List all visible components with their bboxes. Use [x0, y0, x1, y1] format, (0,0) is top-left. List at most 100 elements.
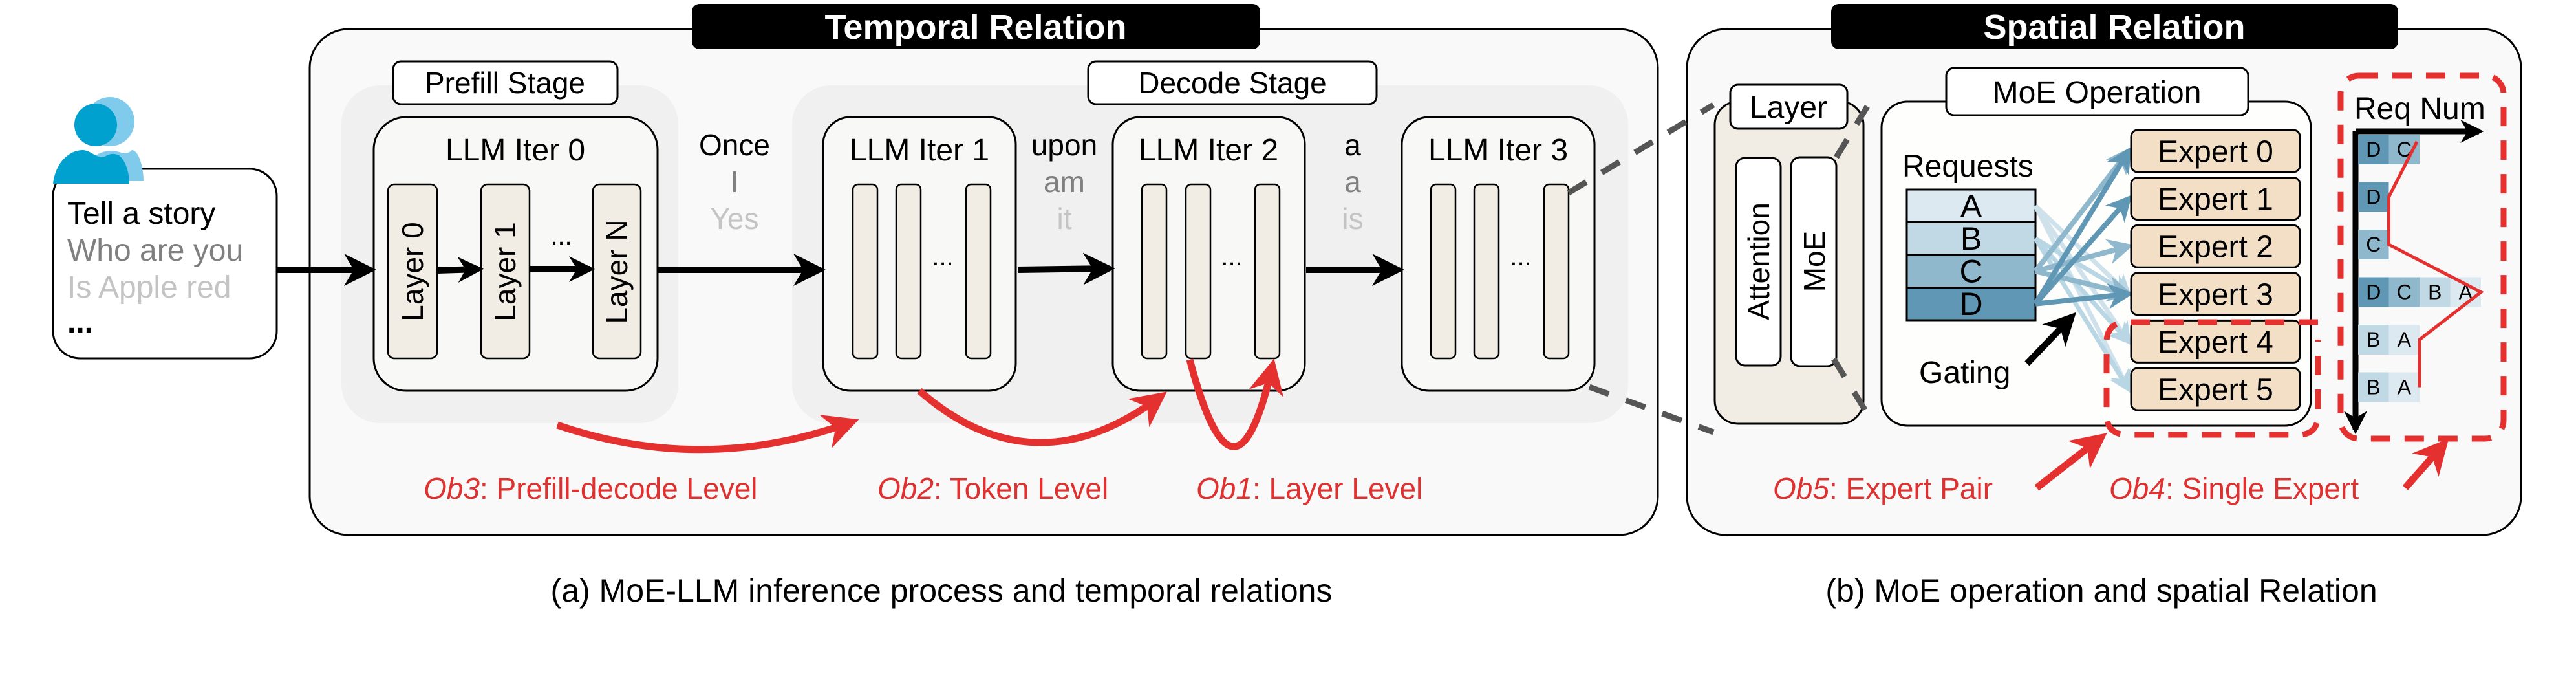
layers-ellipsis: ...	[1510, 243, 1531, 271]
ob4-label: Ob4: Single Expert	[2109, 472, 2359, 505]
histogram-cell	[2420, 277, 2451, 307]
zoom-connector	[1567, 102, 1715, 195]
token: am	[1044, 165, 1085, 199]
routing-arrow-a	[2034, 204, 2131, 345]
moe-label: MoE	[1798, 231, 1831, 292]
expert-pair-highlight	[2103, 319, 2321, 438]
histogram-cell-label: A	[2398, 328, 2412, 351]
histogram-cell-label: D	[2366, 138, 2381, 161]
ob1-layer-level-curve	[1186, 358, 1284, 450]
prefill-stage-label: Prefill Stage	[425, 66, 585, 100]
ob2-label: Ob2: Token Level	[877, 472, 1108, 505]
gating-label: Gating	[1919, 356, 2010, 390]
prompt-box	[52, 168, 278, 360]
histogram-cell-label: C	[2366, 233, 2381, 256]
attention-block	[1735, 157, 1782, 367]
request-row-d	[1905, 287, 2037, 322]
layer-bar	[852, 183, 879, 360]
llm-iter-1-title: LLM Iter 1	[850, 133, 989, 168]
layer-0-to-1-arrow	[436, 257, 484, 283]
llm-iter-2: LLM Iter 2 ...	[1111, 116, 1306, 392]
user-group-icon	[53, 97, 144, 184]
routing-arrow-d	[2035, 283, 2134, 309]
token: a	[1344, 128, 1361, 162]
llm-iter-3: LLM Iter 3 ...	[1401, 116, 1596, 392]
decode-stage-label-box	[1087, 60, 1378, 105]
token: it	[1057, 202, 1072, 235]
ob3-prefill-decode-curve	[556, 415, 859, 454]
histogram-cell-label: B	[2367, 376, 2380, 399]
request-label: B	[1960, 221, 1982, 257]
ob2-text: : Token Level	[934, 472, 1108, 505]
token: is	[1342, 202, 1363, 235]
llm-iter-1: LLM Iter 1 ...	[822, 116, 1017, 392]
ob1-text: : Layer Level	[1252, 472, 1422, 505]
layer-detail-label-box	[1729, 83, 1849, 130]
llm-iter-3-title: LLM Iter 3	[1428, 133, 1568, 168]
routing-arrow-d	[2033, 146, 2132, 305]
request-label: D	[1959, 286, 1982, 322]
ob3-text: : Prefill-decode Level	[480, 472, 758, 505]
layer-bar	[1473, 183, 1500, 360]
prefill-stage-label-box	[392, 60, 619, 105]
histogram-cell	[2358, 372, 2389, 402]
requests-label: Requests	[1902, 149, 2034, 184]
layer-bar	[1430, 183, 1457, 360]
layer-bar	[1543, 183, 1570, 360]
expert-3-label: Expert 3	[2158, 278, 2273, 312]
token: Yes	[710, 202, 758, 235]
expert-1-box	[2130, 177, 2301, 221]
gating-arrow	[2024, 312, 2076, 366]
token: a	[1344, 165, 1361, 199]
ob1-id: Ob1	[1196, 472, 1252, 505]
histogram-cell-label: D	[2366, 281, 2381, 304]
decode-stage-label: Decode Stage	[1138, 66, 1327, 100]
layer-0-label: Layer 0	[396, 222, 429, 321]
expert-4-label: Expert 4	[2158, 325, 2273, 360]
layer-bar	[1141, 183, 1168, 360]
expert-0-label: Expert 0	[2158, 135, 2273, 170]
histogram-cell	[2358, 277, 2389, 307]
token: Once	[699, 128, 770, 162]
attention-label: Attention	[1742, 202, 1776, 320]
expert-0-box	[2130, 129, 2301, 173]
histogram-cell-label: D	[2366, 186, 2381, 209]
tokens-after-iter1: upon am it	[1031, 128, 1097, 235]
ob4-id: Ob4	[2109, 472, 2165, 505]
histogram-cell	[2388, 372, 2420, 402]
layer-bar	[895, 183, 922, 360]
ob5-label: Ob5: Expert Pair	[1773, 472, 1993, 505]
caption-a: (a) MoE-LLM inference process and tempor…	[551, 573, 1333, 609]
zoom-connector	[1831, 357, 1876, 425]
histogram-cell	[2358, 135, 2389, 164]
ob5-id: Ob5	[1773, 472, 1829, 505]
layers-ellipsis: ...	[1221, 243, 1242, 271]
caption-b: (b) MoE operation and spatial Relation	[1825, 573, 2377, 609]
moe-block	[1790, 156, 1838, 367]
routing-arrow-c	[2034, 239, 2134, 274]
routing-arrows	[2033, 146, 2134, 393]
temporal-title: Temporal Relation	[824, 8, 1126, 47]
ob4-pointer-arrow	[2402, 438, 2449, 490]
layers-ellipsis: ...	[550, 222, 572, 250]
temporal-relation-panel: Temporal Relation Prefill Stage Decode S…	[277, 4, 1659, 536]
llm-iter-2-title: LLM Iter 2	[1139, 133, 1278, 168]
prompt-line-2: Who are you	[67, 234, 243, 268]
routing-arrow-d	[2034, 195, 2132, 306]
moe-operation-label-box	[1945, 67, 2249, 116]
request-label: A	[1960, 188, 1982, 224]
tokens-after-iter2: a a is	[1342, 128, 1363, 235]
histogram-cell-label: B	[2428, 281, 2442, 304]
spatial-relation-panel: Spatial Relation Layer Attention MoE MoE…	[1567, 4, 2522, 536]
expert-3-box	[2130, 272, 2301, 316]
ob3-label: Ob3: Prefill-decode Level	[424, 472, 758, 505]
expert-5-box	[2130, 367, 2301, 411]
ob3-id: Ob3	[424, 472, 480, 505]
histogram-cell	[2388, 325, 2420, 355]
prompt-group: Tell a story Who are you Is Apple red ..…	[52, 97, 278, 360]
ob4-text: : Single Expert	[2165, 472, 2359, 505]
histogram-cell	[2358, 325, 2389, 355]
